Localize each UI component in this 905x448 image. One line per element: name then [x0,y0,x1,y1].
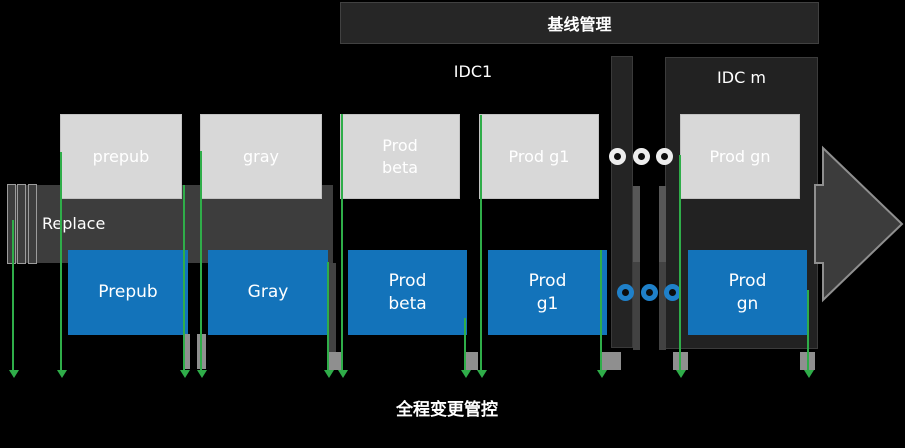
deploy-box-gray: Gray [208,250,328,335]
change-flow-line [200,151,202,372]
down-arrow-icon [597,370,607,378]
column-foot [466,352,478,370]
down-arrow-icon [676,370,686,378]
deploy-box-prod-gn: Prod gn [688,250,807,335]
ellipsis-dot-icon [656,148,673,165]
env-box-prod-g1: Prod g1 [479,114,599,199]
env-box-label: gray [242,146,279,166]
deploy-box-label: Gray [247,282,289,303]
env-box-label: prepub [92,146,150,166]
deploy-box-label: Prod gn [728,270,767,314]
stacked-thin-bars-icon [7,184,16,264]
replace-label: Replace [42,214,106,233]
change-flow-line [600,250,602,372]
stacked-thin-bars-icon [17,184,26,264]
deploy-box-prod-beta: Prod beta [348,250,467,335]
change-flow-line [679,155,681,372]
stacked-thin-bars-icon [28,184,37,264]
env-box-label: Prod beta [381,135,419,177]
down-arrow-icon [197,370,207,378]
env-box-prod-beta: Prod beta [340,114,460,199]
deploy-box-prepub: Prepub [68,250,188,335]
env-box-label: Prod g1 [508,146,570,166]
change-flow-line [480,115,482,372]
down-arrow-icon [57,370,67,378]
ellipsis-dot-icon [633,148,650,165]
idc-spacer-column [611,56,633,348]
column-leg [659,262,666,350]
band-segment [633,186,640,262]
column-leg [329,263,336,352]
change-flow-line [464,318,466,372]
change-flow-line [12,220,14,372]
down-arrow-icon [477,370,487,378]
change-flow-line [341,114,343,372]
down-arrow-icon [324,370,334,378]
column-foot [327,352,341,370]
change-control-label: 全程变更管控 [396,400,498,420]
band-segment [659,186,666,262]
baseline-management-panel: 基线管理 [340,2,819,44]
idcm-zone-label: IDC m [717,68,766,87]
deploy-box-label: Prepub [98,282,158,303]
down-arrow-icon [338,370,348,378]
down-arrow-icon [9,370,19,378]
ellipsis-dot-icon [641,284,658,301]
change-flow-line [327,262,329,372]
down-arrow-icon [461,370,471,378]
env-box-label: Prod gn [709,146,771,166]
ellipsis-dot-icon [664,284,681,301]
env-box-prod-gn: Prod gn [680,114,800,199]
down-arrow-icon [180,370,190,378]
idc1-zone-label: IDC1 [453,62,493,81]
column-foot [600,352,621,370]
deploy-box-prod-g1: Prod g1 [488,250,607,335]
column-leg [633,262,640,350]
column-foot [183,334,190,369]
flow-arrow-icon [814,145,904,303]
ellipsis-dot-icon [609,148,626,165]
change-flow-line [807,290,809,372]
down-arrow-icon [804,370,814,378]
baseline-management-title: 基线管理 [547,15,612,34]
env-box-prepub: prepub [60,114,182,199]
change-flow-line [183,185,185,372]
env-box-gray: gray [200,114,322,199]
change-flow-line [60,152,62,372]
ellipsis-dot-icon [617,284,634,301]
deploy-box-label: Prod beta [388,270,427,314]
deploy-box-label: Prod g1 [528,270,567,314]
